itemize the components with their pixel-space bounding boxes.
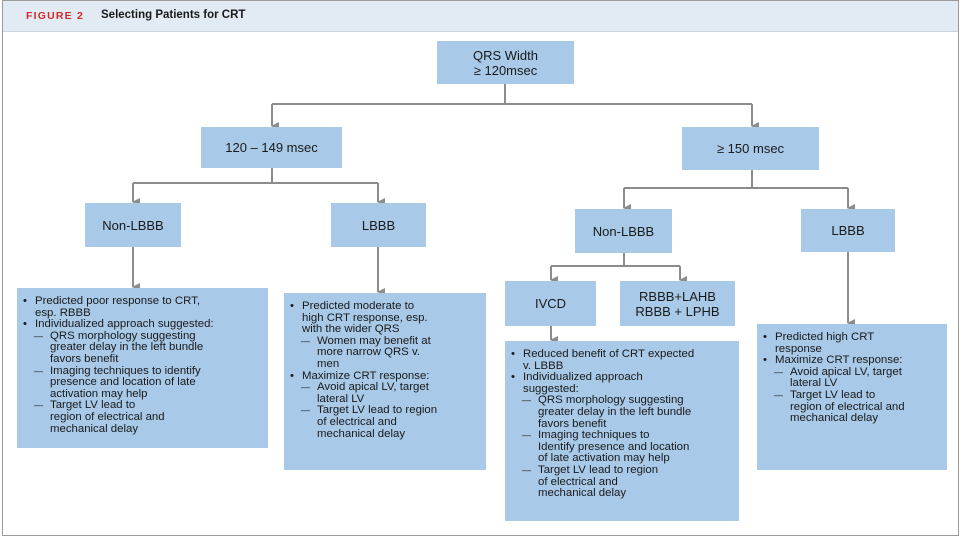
- node-lbbb-left-label: LBBB: [361, 217, 396, 233]
- note-line: favors benefit: [538, 417, 607, 430]
- node-ivcd-label: IVCD: [534, 296, 567, 311]
- note-bullet-item: Individualized approach suggested:: [22, 319, 262, 331]
- node-rbbb-line2: RBBB + LPHB: [635, 303, 720, 319]
- note-line: Reduced benefit of CRT expected: [523, 348, 695, 360]
- note-line: mechanical delay: [790, 412, 879, 425]
- node-lbbb-right: LBBB: [801, 209, 895, 252]
- note-line: of electrical and: [538, 475, 618, 488]
- note-line: Avoid apical LV, target: [790, 365, 902, 378]
- note-line: response: [775, 342, 822, 355]
- note-line: Maximize CRT response:: [302, 369, 430, 382]
- node-nonlbbb-right-label: Non-LBBB: [592, 223, 655, 239]
- note-bullet-item: Maximize CRT response:: [289, 369, 480, 383]
- node-qrs-width: QRS Width ≥ 120msec: [437, 41, 574, 84]
- note-bullet-item: Predicted poor response to CRT,esp. RBBB: [22, 295, 262, 319]
- note-line: QRS morphology suggesting: [50, 329, 196, 342]
- note-line: mechanical delay: [50, 422, 139, 435]
- note-line: greater delay in the left bundle: [538, 405, 692, 418]
- note-line: Avoid apical LV, target: [317, 381, 429, 394]
- node-120-149-label: 120 – 149 msec: [225, 140, 318, 155]
- note-line: Maximize CRT response:: [775, 354, 903, 367]
- note-line: of electrical and: [317, 415, 397, 428]
- note-line: region of electrical and: [50, 410, 165, 423]
- note-line: with the wider QRS: [302, 323, 400, 336]
- note-line: favors benefit: [50, 352, 119, 365]
- figure-label: FIGURE 2: [26, 10, 85, 22]
- note-line: lateral LV: [317, 392, 365, 405]
- note-bullet-item: Maximize CRT response:: [762, 355, 941, 367]
- note-line: Identify presence and location: [538, 440, 690, 453]
- note-line: more narrow QRS v.: [317, 346, 420, 359]
- node-lbbb-left: LBBB: [331, 203, 426, 247]
- node-nonlbbb-left: Non-LBBB: [85, 203, 181, 247]
- note-line: presence and location of late: [50, 376, 196, 389]
- note-line: high CRT response, esp.: [302, 311, 428, 324]
- node-rbbb-line1: RBBB+LAHB: [639, 288, 716, 304]
- note-line: v. LBBB: [523, 359, 564, 372]
- note-line: Individualized approach suggested:: [35, 318, 214, 331]
- note-line: Imaging techniques to: [538, 429, 650, 442]
- node-120-149: 120 – 149 msec: [201, 127, 342, 168]
- node-qrs-width-line1: QRS Width: [472, 47, 538, 63]
- note-line: Predicted moderate to: [302, 300, 415, 312]
- note-line: activation may help: [50, 387, 148, 400]
- note-line: mechanical delay: [538, 487, 627, 500]
- node-nonlbbb-right: Non-LBBB: [575, 209, 672, 253]
- note-line: Target LV lead to: [790, 388, 876, 401]
- note-line: Individualized approach: [523, 371, 643, 384]
- node-150: ≥ 150 msec: [682, 127, 819, 170]
- node-nonlbbb-left-label: Non-LBBB: [102, 217, 164, 233]
- note-line: Imaging techniques to identify: [50, 364, 201, 377]
- note-line: men: [317, 357, 340, 370]
- note-line: suggested:: [523, 382, 579, 395]
- node-lbbb-right-label: LBBB: [831, 223, 865, 238]
- node-rbbb: RBBB+LAHB RBBB + LPHB: [620, 281, 735, 326]
- note-line: QRS morphology suggesting: [538, 394, 684, 407]
- node-ivcd: IVCD: [505, 281, 596, 326]
- note-line: Target LV lead to region: [538, 463, 659, 476]
- note-line: greater delay in the left bundle: [50, 341, 204, 354]
- note-line: Predicted poor response to CRT,: [35, 295, 201, 307]
- note-line: of late activation may help: [538, 452, 670, 465]
- note-nonlbbb-left: Predicted poor response to CRT,esp. RBBB…: [17, 288, 268, 448]
- node-qrs-width-line2: ≥ 120msec: [473, 62, 538, 78]
- note-line: esp. RBBB: [35, 306, 91, 319]
- note-line: region of electrical and: [790, 400, 905, 413]
- note-line: mechanical delay: [317, 427, 406, 440]
- note-line: lateral LV: [790, 377, 838, 390]
- figure-header: FIGURE 2 Selecting Patients for CRT: [3, 1, 958, 32]
- note-lbbb-right: Predicted high CRTresponseMaximize CRT r…: [757, 324, 947, 470]
- note-line: Women may benefit at: [317, 334, 431, 347]
- note-line: Target LV lead to region: [317, 404, 438, 417]
- figure-title: Selecting Patients for CRT: [101, 9, 246, 21]
- node-150-label: ≥ 150 msec: [716, 141, 785, 156]
- note-line: Target LV lead to: [50, 399, 136, 412]
- note-line: Predicted high CRT: [775, 331, 875, 343]
